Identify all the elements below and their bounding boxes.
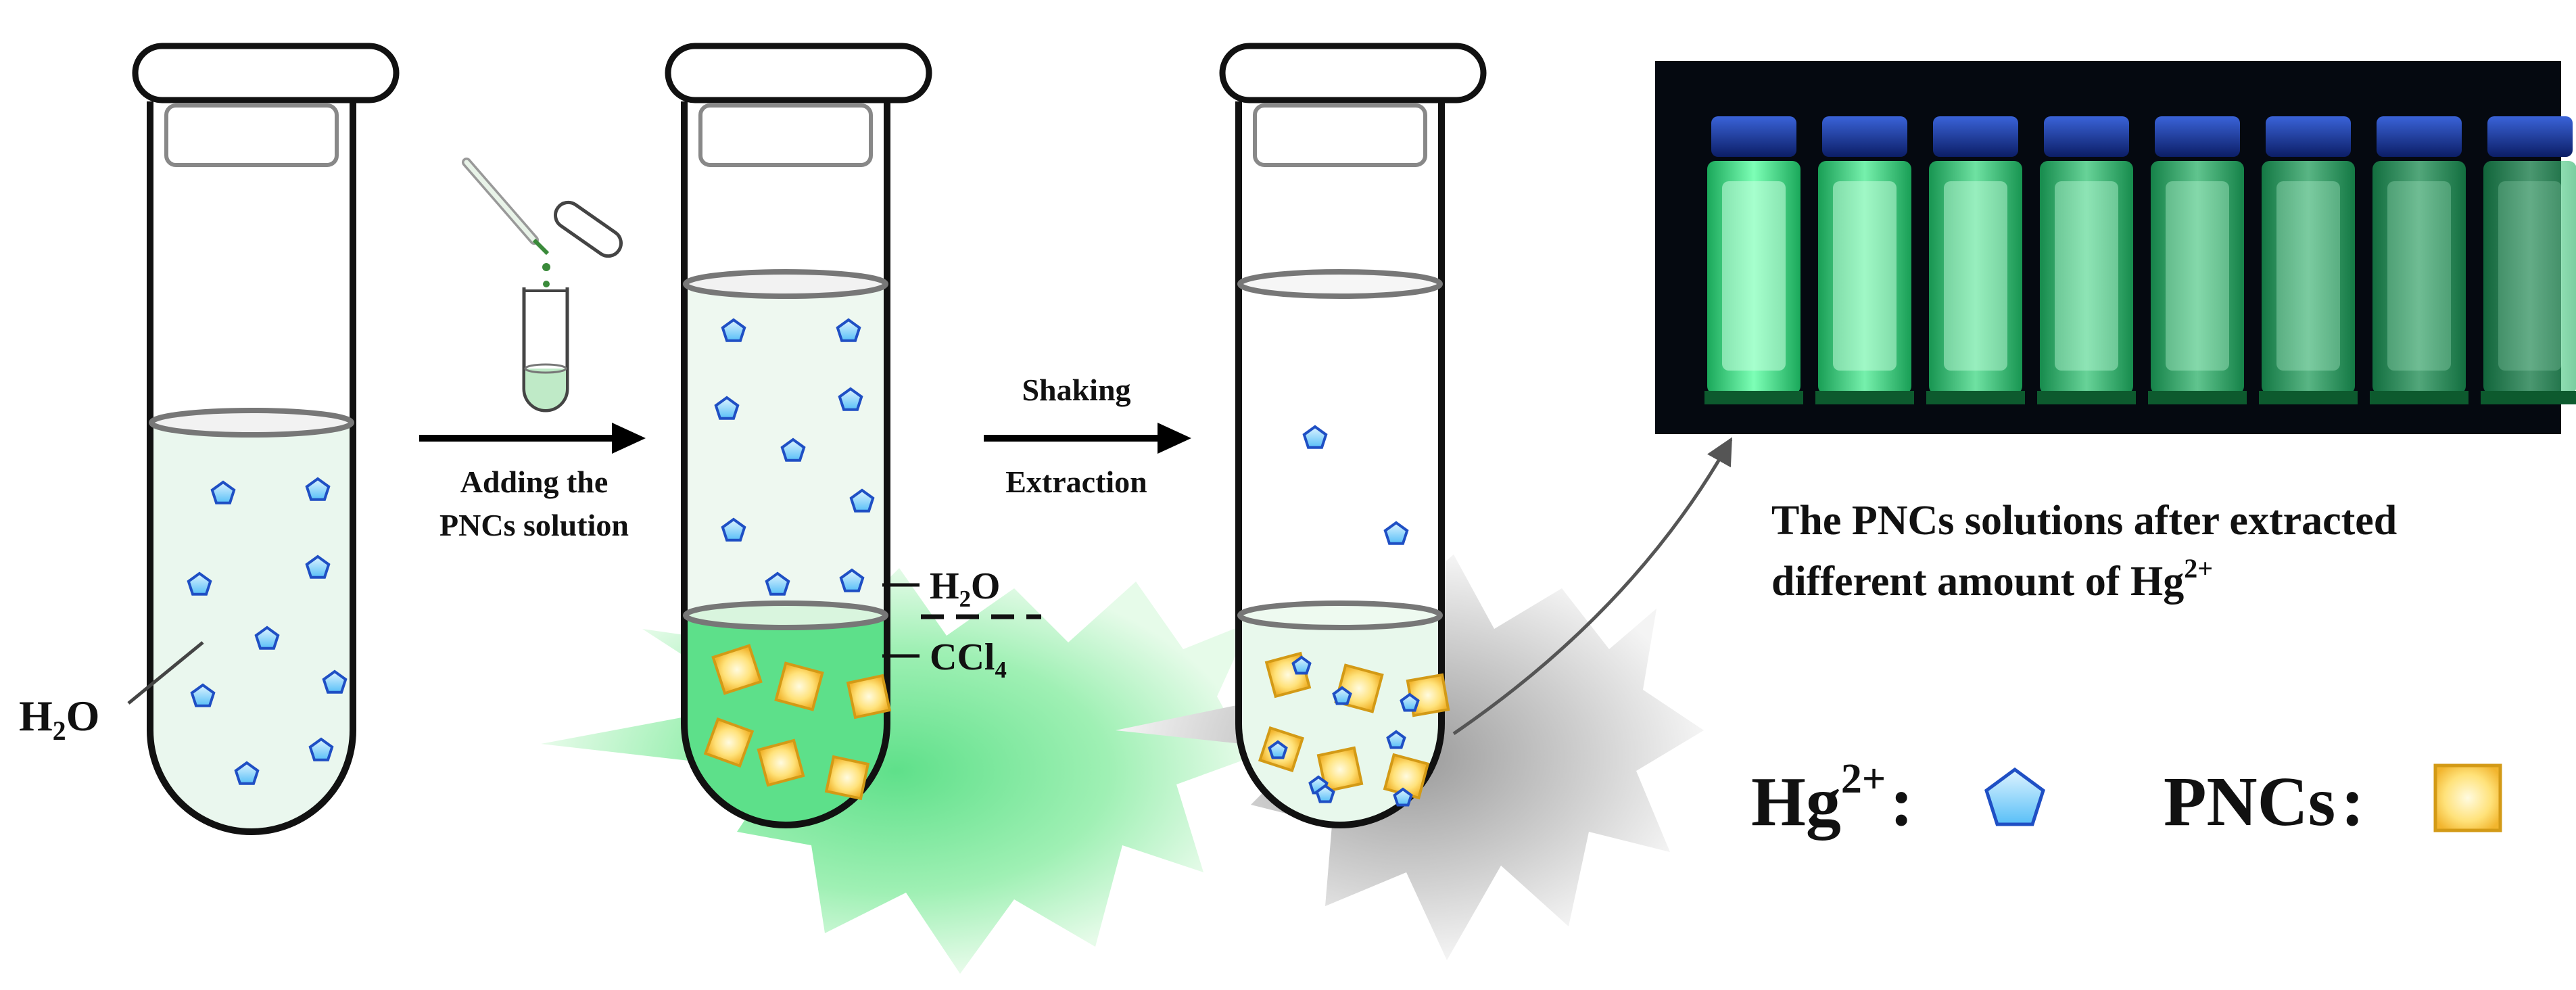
pnc-crystal-icon xyxy=(846,674,892,720)
hg-ion-icon xyxy=(234,761,260,785)
hg-ion-icon xyxy=(836,318,861,342)
pipette-icon xyxy=(462,158,623,287)
tube-3-body xyxy=(1235,101,1445,828)
tube-2-ccl4-label: CCl4 xyxy=(930,636,1007,683)
vial xyxy=(2370,116,2468,404)
vial xyxy=(1704,116,1803,404)
hg-ion-icon xyxy=(1386,730,1406,749)
vial xyxy=(1926,116,2025,404)
tube-2-inner-rim xyxy=(698,103,873,167)
tube-3-cap xyxy=(1219,43,1487,103)
tube-1-water-label: H2O xyxy=(19,692,99,746)
legend: Hg2+: PNCs: xyxy=(1751,756,2502,841)
hg-ion-icon xyxy=(1400,692,1420,712)
hg-ion-icon xyxy=(308,737,334,761)
hg-ion-icon xyxy=(322,669,348,694)
hg-ion-icon xyxy=(210,480,236,504)
step-1-label-line2: PNCs solution xyxy=(439,508,629,542)
photo-caption-line2: different amount of Hg2+ xyxy=(1771,553,2213,605)
vial-row xyxy=(1704,116,2576,404)
step-2-arrow-head xyxy=(1158,423,1191,454)
tube-1-meniscus xyxy=(149,408,354,438)
pnc-crystal-icon xyxy=(757,738,805,787)
tube-2-body xyxy=(681,101,890,828)
tube-3-upper-liquid xyxy=(1239,284,1441,615)
tube-3-interface-meniscus xyxy=(1237,600,1443,630)
pnc-crystal-icon xyxy=(711,644,763,695)
hg-ion-icon xyxy=(765,571,790,596)
hg-ion-icon xyxy=(1315,784,1335,803)
pnc-crystal-icon xyxy=(774,661,824,711)
callout-arrow xyxy=(1452,437,1733,736)
hg-ion-icon xyxy=(305,477,331,501)
legend-hg-ion-icon xyxy=(1984,767,2045,826)
vial xyxy=(2037,116,2136,404)
pnc-crystal-icon xyxy=(824,755,870,801)
step-2-label-line2: Extraction xyxy=(1005,465,1147,499)
hg-ion-icon xyxy=(1383,521,1409,545)
hg-ion-icon xyxy=(1302,425,1328,449)
tube-2-interface-meniscus xyxy=(683,600,888,630)
step-2: Shaking Extraction xyxy=(984,373,1191,499)
hg-ion-icon xyxy=(187,571,212,596)
hg-ion-icon xyxy=(305,555,331,579)
step-1-label-line1: Adding the xyxy=(460,465,609,499)
legend-hg-label: Hg2+: xyxy=(1751,756,1913,841)
small-vial-icon xyxy=(522,287,569,412)
step-1: Adding the PNCs solution xyxy=(419,158,646,542)
hg-ion-icon xyxy=(1332,686,1352,705)
vial xyxy=(2259,116,2358,404)
tube-1: H2O xyxy=(19,43,400,835)
hg-ion-icon xyxy=(190,683,216,707)
pnc-crystal-icon xyxy=(1316,746,1364,793)
tube-2-cap xyxy=(665,43,932,103)
legend-pnc-icon xyxy=(2433,763,2502,832)
hg-ion-icon xyxy=(849,488,875,513)
particle-layer xyxy=(187,318,1450,807)
tube-1-inner-rim xyxy=(164,103,339,167)
hg-ion-icon xyxy=(780,438,806,462)
tube-2-top-meniscus xyxy=(683,269,888,299)
hg-ion-icon xyxy=(839,568,865,592)
hg-ion-icon xyxy=(721,318,746,342)
vial xyxy=(2481,116,2576,404)
tube-1-body xyxy=(147,101,356,835)
tube-1-cap xyxy=(132,43,400,103)
hg-ion-icon xyxy=(838,387,863,411)
hg-ion-icon xyxy=(721,517,746,542)
step-1-arrow-head xyxy=(612,423,646,454)
hg-ion-icon xyxy=(714,396,740,420)
vial xyxy=(2148,116,2247,404)
vial xyxy=(1815,116,1914,404)
tube-3 xyxy=(1116,43,1704,960)
hg-ion-icon xyxy=(1291,655,1312,675)
hg-ion-icon xyxy=(1268,740,1288,759)
tube-3-top-meniscus xyxy=(1237,269,1443,299)
vials-photo xyxy=(1655,61,2576,434)
tube-2-water-label: H2O xyxy=(930,565,1000,612)
photo-caption-line1: The PNCs solutions after extracted xyxy=(1771,498,2397,544)
legend-pncs-label: PNCs: xyxy=(2164,763,2364,841)
tube-3-inner-rim xyxy=(1253,103,1427,167)
tube-1-liquid xyxy=(150,423,353,832)
hg-ion-icon xyxy=(1393,787,1413,807)
tube-2: H2O CCl4 xyxy=(541,43,1251,974)
step-2-label-line1: Shaking xyxy=(1022,373,1130,407)
pnc-crystal-icon xyxy=(703,717,755,768)
hg-ion-icon xyxy=(254,626,280,650)
tube-1-leader-line xyxy=(127,641,204,705)
tube-2-glow-burst xyxy=(541,568,1251,974)
